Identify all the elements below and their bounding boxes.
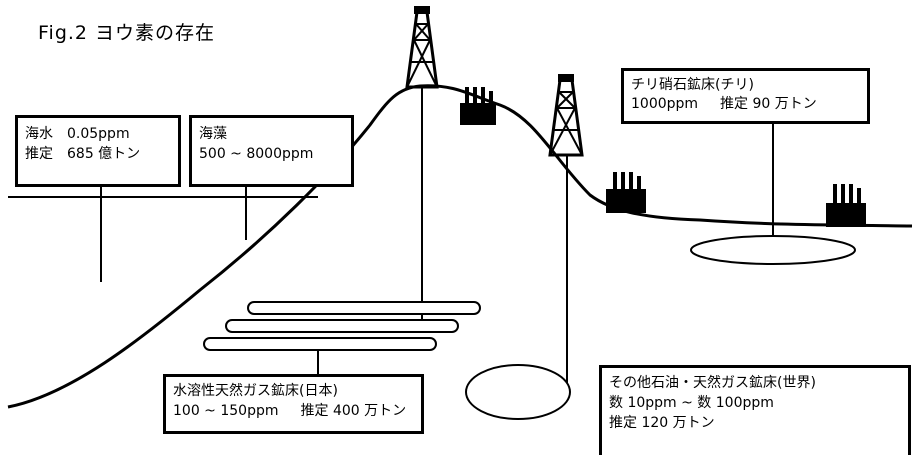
seaweed-concentration: 500 ~ 8000ppm bbox=[199, 146, 314, 162]
seaweed-box: 海藻 500 ~ 8000ppm bbox=[189, 115, 354, 187]
japan-concentration: 100 ~ 150ppm bbox=[173, 403, 279, 419]
oil-derrick-icon bbox=[548, 74, 584, 392]
japan-gas-box: 水溶性天然ガス鉱床(日本) 100 ~ 150ppm 推定 400 万トン bbox=[163, 374, 424, 434]
chile-saltpeter-deposit bbox=[690, 235, 856, 265]
world-concentration: 数 10ppm ~ 数 100ppm bbox=[609, 395, 774, 411]
factory-icon bbox=[826, 184, 866, 227]
world-oil-gas-box: その他石油・天然ガス鉱床(世界) 数 10ppm ~ 数 100ppm 推定 1… bbox=[599, 365, 911, 455]
seawater-concentration: 0.05ppm bbox=[67, 126, 130, 142]
seawater-estimate-value: 685 億トン bbox=[67, 146, 141, 162]
seaweed-label: 海藻 bbox=[199, 126, 227, 142]
figure-title: Fig.2 ヨウ素の存在 bbox=[38, 22, 216, 44]
water-soluble-gas-deposit bbox=[203, 301, 481, 351]
land-profile bbox=[7, 84, 913, 409]
world-oil-gas-deposit bbox=[465, 364, 571, 420]
seawater-box: 海水 0.05ppm 推定 685 億トン bbox=[15, 115, 181, 187]
world-title: その他石油・天然ガス鉱床(世界) bbox=[609, 375, 816, 391]
seawater-estimate-label: 推定 bbox=[25, 146, 53, 162]
chile-saltpeter-box: チリ硝石鉱床(チリ) 1000ppm 推定 90 万トン bbox=[621, 68, 870, 124]
japan-title: 水溶性天然ガス鉱床(日本) bbox=[173, 383, 338, 399]
seawater-label: 海水 bbox=[25, 126, 53, 142]
chile-estimate: 推定 90 万トン bbox=[720, 96, 817, 112]
world-estimate: 推定 120 万トン bbox=[609, 415, 715, 431]
oil-derrick-icon bbox=[405, 6, 439, 327]
chile-title: チリ硝石鉱床(チリ) bbox=[631, 77, 754, 93]
chile-concentration: 1000ppm bbox=[631, 96, 699, 112]
factory-icon bbox=[460, 87, 496, 125]
japan-estimate: 推定 400 万トン bbox=[300, 403, 407, 419]
factory-icon bbox=[606, 172, 646, 213]
